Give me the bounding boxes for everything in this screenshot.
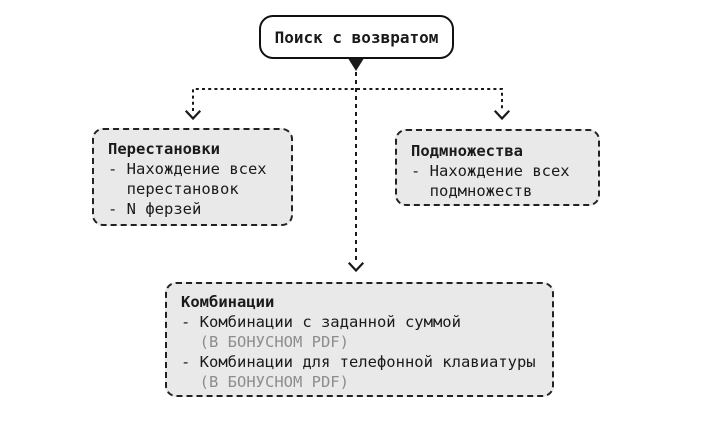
arrow-down-solid-icon <box>348 59 364 71</box>
connector-branch <box>192 88 503 111</box>
node-permutations: Перестановки - Нахождение всех перестано… <box>92 128 293 226</box>
node-backtracking-label: Поиск с возвратом <box>274 27 439 47</box>
node-line-muted: (В БОНУСНОМ PDF) <box>181 333 349 351</box>
node-line: - Нахождение всех <box>411 162 570 180</box>
arrow-down-chevron-icon <box>347 261 365 273</box>
node-line: - Комбинации с заданной суммой <box>181 313 461 331</box>
node-line: - Комбинации для телефонной клавиатуры <box>181 353 536 371</box>
node-subsets-title: Подмножества <box>411 142 523 160</box>
node-line: перестановок <box>108 180 239 198</box>
node-line: - Нахождение всех <box>108 160 267 178</box>
arrow-down-chevron-icon <box>184 109 202 121</box>
node-line: подмножеств <box>411 182 533 200</box>
node-subsets: Подмножества - Нахождение всех подмножес… <box>395 129 600 206</box>
node-combinations-title: Комбинации <box>181 293 275 311</box>
node-backtracking: Поиск с возвратом <box>259 15 454 59</box>
node-line: - N ферзей <box>108 200 202 218</box>
node-combinations: Комбинации - Комбинации с заданной суммо… <box>165 282 554 397</box>
arrow-down-chevron-icon <box>493 109 511 121</box>
node-line-muted: (В БОНУСНОМ PDF) <box>181 373 349 391</box>
node-permutations-title: Перестановки <box>108 140 220 158</box>
